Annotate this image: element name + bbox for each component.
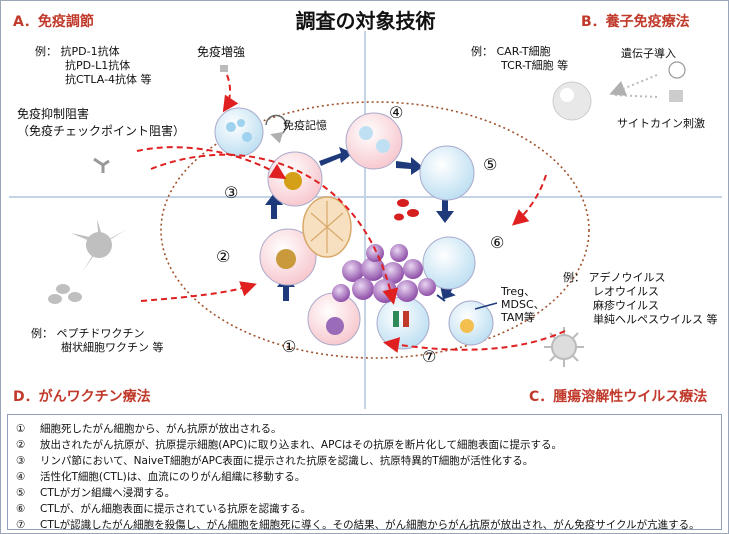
step-text: CTLが認識したがん細胞を殺傷し、がん細胞を細胞死に導く。その結果、がん細胞から… xyxy=(40,519,700,531)
cycle-number-2: ② xyxy=(216,247,231,266)
step-number: ② xyxy=(16,439,26,451)
step-row: ④ 活性化T細胞(CTL)は、血流にのりがん組織に移動する。 xyxy=(16,469,713,485)
step-text: リンパ節において、NaiveT細胞がAPC表面に提示された抗原を認識し、抗原特異… xyxy=(40,455,534,467)
page-title: 調査の対象技術 xyxy=(295,9,436,33)
quadrant-b-examples: 例： CAR-T細胞 TCR-T細胞 等 xyxy=(471,45,568,73)
examples-prefix: 例： xyxy=(563,271,585,284)
cycle-number-6: ⑥ xyxy=(490,233,505,252)
example-item: 麻疹ウイルス xyxy=(593,299,659,312)
quadrant-d-label: D．がんワクチン療法 xyxy=(13,389,151,405)
checkpoint-block-label: （免疫チェックポイント阻害） xyxy=(17,124,186,138)
step-row: ⑦ CTLが認識したがん細胞を殺傷し、がん細胞を細胞死に導く。その結果、がん細胞か… xyxy=(16,517,713,533)
step-row: ① 細胞死したがん細胞から、がん抗原が放出される。 xyxy=(16,421,713,437)
example-item: CAR-T細胞 xyxy=(496,45,551,58)
example-item: TCR-T細胞 等 xyxy=(501,59,569,72)
step-number: ③ xyxy=(16,455,26,467)
step-row: ③ リンパ節において、NaiveT細胞がAPC表面に提示された抗原を認識し、抗原特… xyxy=(16,453,713,469)
suppressor-item: MDSC、 xyxy=(501,298,545,311)
gene-transfer-label: 遺伝子導入 xyxy=(621,47,676,60)
cycle-number-5: ⑤ xyxy=(483,155,498,174)
quadrant-c-label: C．腫瘍溶解性ウイルス療法 xyxy=(529,389,708,405)
example-item: 抗PD-L1抗体 xyxy=(65,59,131,72)
quadrant-a-examples: 例： 抗PD-1抗体 抗PD-L1抗体 抗CTLA-4抗体 等 xyxy=(35,45,152,87)
suppressor-item: Treg、 xyxy=(501,285,536,298)
cycle-number-4: ④ xyxy=(389,103,404,122)
example-item: 単純ヘルペスウイルス 等 xyxy=(593,313,718,326)
step-number: ⑥ xyxy=(16,503,26,515)
step-number: ④ xyxy=(16,471,26,483)
suppressor-item: TAM等 xyxy=(501,311,535,324)
example-item: アデノウイルス xyxy=(588,271,666,284)
cycle-diagram xyxy=(9,31,722,409)
quadrant-c-examples: 例： アデノウイルス レオウイルス 麻疹ウイルス 単純ヘルペスウイルス 等 xyxy=(563,271,718,327)
step-number: ① xyxy=(16,423,26,435)
quadrant-a-label: A．免疫調節 xyxy=(13,14,94,30)
step-text: CTLが、がん細胞表面に提示されている抗原を認識する。 xyxy=(40,503,312,515)
example-item: 抗PD-1抗体 xyxy=(60,45,120,58)
cytokine-stimulation-label: サイトカイン刺激 xyxy=(617,117,705,130)
example-item: ペプチドワクチン xyxy=(56,327,145,340)
quadrant-d-examples: 例： ペプチドワクチン 樹状細胞ワクチン 等 xyxy=(31,327,164,355)
example-item: 抗CTLA-4抗体 等 xyxy=(65,73,152,86)
cycle-number-3: ③ xyxy=(224,183,239,202)
quadrant-b-label: B．養子免疫療法 xyxy=(581,14,690,30)
step-number: ⑦ xyxy=(16,519,26,531)
immune-boost-label: 免疫増強 xyxy=(197,45,246,59)
step-text: CTLがガン組織へ浸潤する。 xyxy=(40,487,176,499)
immune-suppression-block-label: 免疫抑制阻害 xyxy=(17,107,90,121)
examples-prefix: 例： xyxy=(471,45,493,58)
immune-memory-label: 免疫記憶 xyxy=(283,119,327,132)
example-item: 樹状細胞ワクチン 等 xyxy=(61,341,164,354)
step-row: ⑥ CTLが、がん細胞表面に提示されている抗原を認識する。 xyxy=(16,501,713,517)
step-number: ⑤ xyxy=(16,487,26,499)
step-text: 細胞死したがん細胞から、がん抗原が放出される。 xyxy=(40,423,282,435)
examples-prefix: 例： xyxy=(35,45,57,58)
step-row: ⑤ CTLがガン組織へ浸潤する。 xyxy=(16,485,713,501)
example-item: レオウイルス xyxy=(593,285,659,298)
steps-legend: ① 細胞死したがん細胞から、がん抗原が放出される。 ② 放出されたがん抗原が、抗原提… xyxy=(7,414,722,533)
cycle-number-1: ① xyxy=(282,337,297,356)
step-row: ② 放出されたがん抗原が、抗原提示細胞(APC)に取り込まれ、APCはその抗原を断… xyxy=(16,437,713,453)
cycle-number-7: ⑦ xyxy=(422,347,437,366)
step-text: 放出されたがん抗原が、抗原提示細胞(APC)に取り込まれ、APCはその抗原を断片… xyxy=(40,439,562,451)
step-text: 活性化T細胞(CTL)は、血流にのりがん組織に移動する。 xyxy=(40,471,306,483)
suppressor-cells-label: Treg、 MDSC、 TAM等 xyxy=(501,285,545,324)
examples-prefix: 例： xyxy=(31,327,53,340)
